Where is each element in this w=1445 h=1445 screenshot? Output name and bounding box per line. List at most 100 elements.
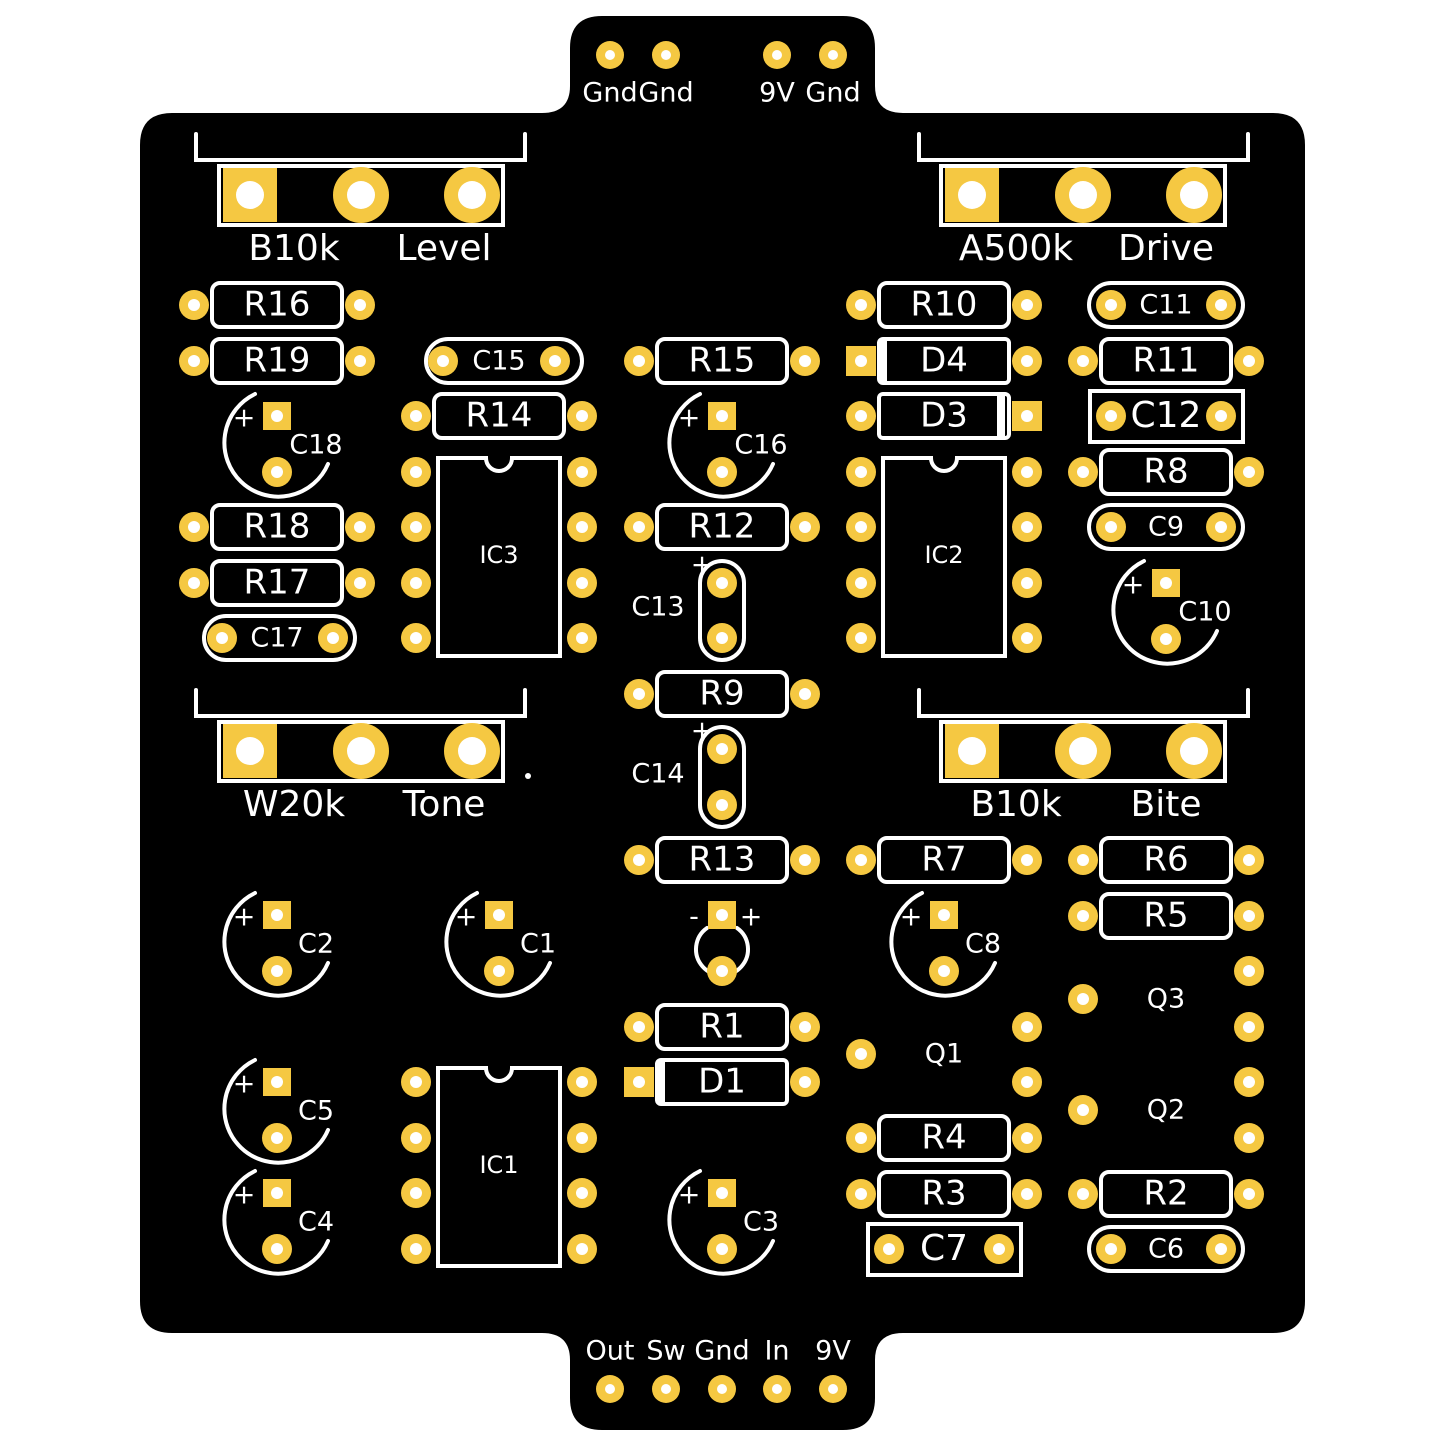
drill-hole bbox=[188, 521, 200, 533]
capacitor-c1: + C1 bbox=[444, 891, 556, 998]
drill-hole bbox=[271, 1076, 283, 1088]
drill-hole bbox=[1243, 1132, 1255, 1144]
drill-hole bbox=[605, 50, 615, 60]
ref-label: Q2 bbox=[1147, 1095, 1185, 1126]
ref-label: R16 bbox=[244, 285, 311, 325]
ref-label: C13 bbox=[631, 592, 684, 623]
header-label-gnd: Gnd bbox=[582, 78, 637, 109]
header-label-sw: Sw bbox=[646, 1336, 685, 1367]
drill-hole bbox=[1180, 737, 1208, 765]
drill-hole bbox=[1077, 1188, 1089, 1200]
drill-hole bbox=[1160, 577, 1172, 589]
ref-label: R13 bbox=[689, 840, 756, 880]
pot-drive: A500k Drive bbox=[917, 132, 1250, 269]
drill-hole bbox=[493, 965, 505, 977]
drill-hole bbox=[855, 466, 867, 478]
drill-hole bbox=[1021, 466, 1033, 478]
drill-hole bbox=[1069, 737, 1097, 765]
drill-hole bbox=[716, 577, 728, 589]
transistor-q1: Q1 bbox=[846, 1012, 1042, 1097]
capacitor-c5: + C5 bbox=[222, 1058, 334, 1165]
drill-hole bbox=[1021, 1188, 1033, 1200]
capacitor-c2: + C2 bbox=[222, 891, 334, 998]
plus-sign: + bbox=[455, 902, 478, 933]
drill-hole bbox=[1105, 1243, 1117, 1255]
resistor-r18: R18 bbox=[179, 503, 375, 551]
drill-hole bbox=[716, 466, 728, 478]
drill-hole bbox=[410, 410, 422, 422]
ref-label: IC1 bbox=[479, 1151, 518, 1179]
drill-hole bbox=[716, 799, 728, 811]
drill-hole bbox=[855, 521, 867, 533]
ref-label: R15 bbox=[689, 341, 756, 381]
capacitor-c4: + C4 bbox=[222, 1169, 334, 1276]
drill-hole bbox=[1069, 181, 1097, 209]
capacitor-c8: + C8 bbox=[889, 891, 1001, 998]
ref-label: Q3 bbox=[1147, 984, 1185, 1015]
drill-hole bbox=[410, 577, 422, 589]
resistor-r2: R2 bbox=[1068, 1170, 1264, 1218]
drill-hole bbox=[271, 466, 283, 478]
pot-name: Bite bbox=[1131, 784, 1202, 825]
drill-hole bbox=[236, 181, 264, 209]
transistor-q2: Q2 bbox=[1068, 1067, 1264, 1153]
resistor-r17: R17 bbox=[179, 559, 375, 607]
drill-hole bbox=[661, 50, 671, 60]
drill-hole bbox=[576, 1076, 588, 1088]
ref-label: R5 bbox=[1143, 896, 1188, 936]
ref-label: R19 bbox=[244, 341, 311, 381]
drill-hole bbox=[347, 181, 375, 209]
drill-hole bbox=[1021, 1021, 1033, 1033]
drill-hole bbox=[437, 355, 449, 367]
resistor-r12: R12 bbox=[624, 503, 820, 551]
resistor-r11: R11 bbox=[1068, 337, 1264, 385]
drill-hole bbox=[410, 1132, 422, 1144]
drill-hole bbox=[1160, 633, 1172, 645]
drill-hole bbox=[855, 632, 867, 644]
pot-value: B10k bbox=[970, 784, 1062, 825]
capacitor-c13: + C13 bbox=[631, 550, 746, 662]
ref-label: C8 bbox=[965, 929, 1001, 960]
drill-hole bbox=[1077, 993, 1089, 1005]
drill-hole bbox=[458, 737, 486, 765]
drill-hole bbox=[1021, 521, 1033, 533]
ref-label: C18 bbox=[289, 430, 342, 461]
drill-hole bbox=[1243, 910, 1255, 922]
drill-hole bbox=[1243, 1076, 1255, 1088]
capacitor-c16: + C16 bbox=[667, 392, 788, 499]
drill-hole bbox=[271, 965, 283, 977]
capacitor-c11: C11 bbox=[1087, 281, 1245, 329]
drill-hole bbox=[271, 1243, 283, 1255]
resistor-r5: R5 bbox=[1068, 892, 1264, 940]
drill-hole bbox=[576, 1187, 588, 1199]
ref-label: R2 bbox=[1143, 1174, 1188, 1214]
drill-hole bbox=[576, 466, 588, 478]
drill-hole bbox=[1215, 521, 1227, 533]
drill-hole bbox=[1021, 299, 1033, 311]
drill-hole bbox=[828, 1384, 838, 1394]
drill-hole bbox=[633, 355, 645, 367]
drill-hole bbox=[1021, 632, 1033, 644]
drill-hole bbox=[354, 521, 366, 533]
drill-hole bbox=[1077, 910, 1089, 922]
vertical-component-unlabeled: - + bbox=[689, 901, 762, 986]
header-label-9v: 9V bbox=[759, 78, 795, 109]
capacitor-c3: + C3 bbox=[667, 1169, 779, 1276]
ref-label: C15 bbox=[472, 346, 525, 377]
drill-hole bbox=[772, 1384, 782, 1394]
drill-hole bbox=[347, 737, 375, 765]
plus-sign: + bbox=[233, 1069, 256, 1100]
ref-label: C16 bbox=[734, 430, 787, 461]
drill-hole bbox=[1077, 466, 1089, 478]
capacitor-c7: C7 bbox=[866, 1222, 1023, 1277]
capacitor-c9: C9 bbox=[1087, 503, 1245, 551]
drill-hole bbox=[938, 909, 950, 921]
drill-hole bbox=[1077, 854, 1089, 866]
plus-sign: + bbox=[1122, 570, 1145, 601]
drill-hole bbox=[1243, 466, 1255, 478]
drill-hole bbox=[410, 1076, 422, 1088]
resistor-r16: R16 bbox=[179, 281, 375, 329]
drill-hole bbox=[576, 1132, 588, 1144]
ref-label: C12 bbox=[1131, 395, 1202, 436]
